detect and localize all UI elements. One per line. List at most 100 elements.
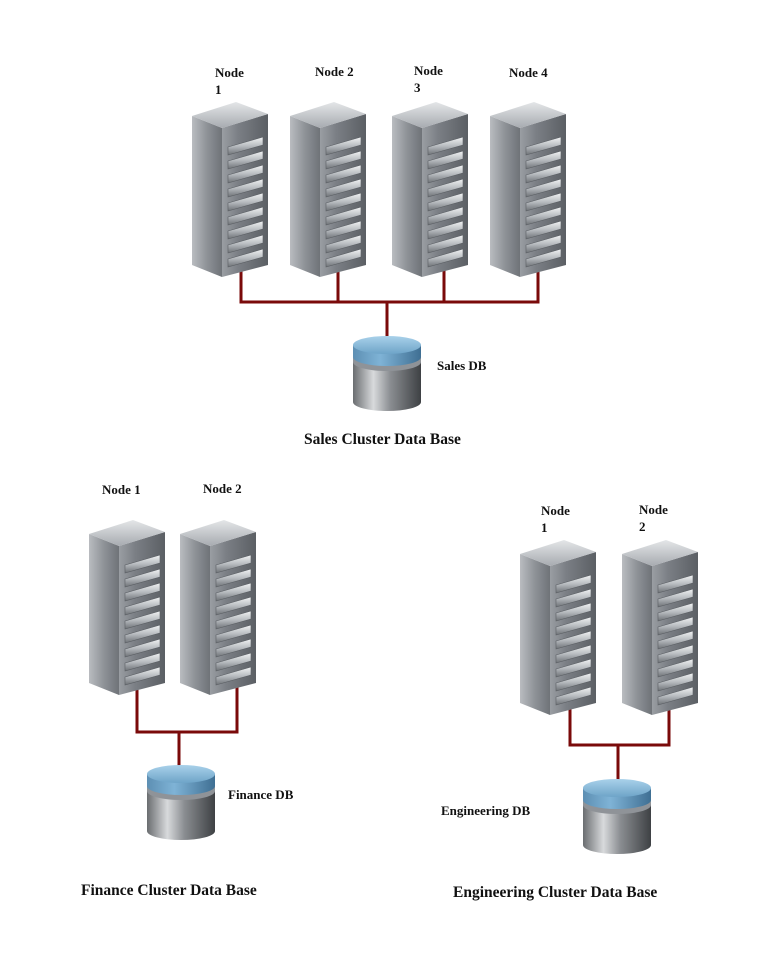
vent-slot	[555, 616, 592, 636]
sales-node-4-label: Node 4	[509, 65, 548, 80]
vent-slot	[525, 164, 562, 184]
vent-slot	[525, 248, 562, 268]
finance-node-2-server-icon	[180, 520, 256, 695]
vent-slot	[555, 574, 592, 594]
vent-slot	[215, 638, 252, 658]
sales-node-2-server-icon	[290, 102, 366, 277]
vent-slot	[227, 220, 264, 240]
vent-slot	[227, 136, 264, 156]
vent-slot	[427, 192, 464, 212]
engineering-node-1-label: Node 1	[541, 503, 570, 535]
finance-node-1-server-icon	[89, 520, 165, 695]
vent-slot	[215, 652, 252, 672]
finance-bus-connector	[135, 684, 239, 734]
vent-slot	[325, 220, 362, 240]
vent-slot	[124, 582, 161, 602]
engineering-db-cylinder-icon	[583, 779, 651, 854]
vent-slot	[657, 672, 694, 692]
vent-slot	[657, 686, 694, 706]
vent-slot	[525, 234, 562, 254]
vent-slot	[124, 568, 161, 588]
vent-slot	[525, 178, 562, 198]
vent-slot	[427, 136, 464, 156]
vent-slot	[325, 164, 362, 184]
vent-slot	[427, 164, 464, 184]
vent-slot	[124, 638, 161, 658]
vent-slot	[427, 178, 464, 198]
sales-node-1-label: Node 1	[215, 65, 244, 97]
sales-node-3-label: Node 3	[414, 63, 443, 95]
vent-slot	[657, 630, 694, 650]
engineering-node-2-server-icon	[622, 540, 698, 715]
vent-slot	[555, 686, 592, 706]
engineering-db-label: Engineering DB	[441, 803, 531, 818]
vent-slot	[555, 630, 592, 650]
sales-node-3-server-icon	[392, 102, 468, 277]
vent-slot	[124, 624, 161, 644]
vent-slot	[124, 666, 161, 686]
vent-slot	[227, 150, 264, 170]
vent-slot	[227, 192, 264, 212]
vent-slot	[325, 150, 362, 170]
vent-slot	[215, 554, 252, 574]
sales-node-4-server-icon	[490, 102, 566, 277]
vent-slot	[227, 206, 264, 226]
vent-slot	[555, 588, 592, 608]
vent-slot	[325, 234, 362, 254]
vent-slot	[215, 666, 252, 686]
vent-slot	[657, 658, 694, 678]
vent-slot	[325, 178, 362, 198]
vent-slot	[525, 206, 562, 226]
vent-slot	[124, 554, 161, 574]
vent-slot	[215, 582, 252, 602]
vent-slot	[227, 178, 264, 198]
vent-slot	[525, 220, 562, 240]
engineering-node-1-server-icon	[520, 540, 596, 715]
sales-node-2-label: Node 2	[315, 64, 354, 79]
finance-cluster-title: Finance Cluster Data Base	[81, 882, 257, 899]
vent-slot	[555, 658, 592, 678]
finance-db-cylinder-icon	[147, 765, 215, 840]
vent-slot	[325, 136, 362, 156]
vent-slot	[427, 220, 464, 240]
vent-slot	[427, 234, 464, 254]
vent-slot	[657, 616, 694, 636]
vent-slot	[124, 652, 161, 672]
engineering-cluster-title: Engineering Cluster Data Base	[453, 884, 658, 901]
vent-slot	[657, 644, 694, 664]
vent-slot	[215, 624, 252, 644]
vent-slot	[657, 602, 694, 622]
vent-slot	[227, 248, 264, 268]
vent-slot	[525, 192, 562, 212]
vent-slot	[124, 596, 161, 616]
sales-node-1-server-icon	[192, 102, 268, 277]
vent-slot	[325, 248, 362, 268]
vent-slot	[427, 150, 464, 170]
engineering-node-2-label: Node 2	[639, 502, 668, 534]
vent-slot	[215, 610, 252, 630]
vent-slot	[555, 602, 592, 622]
vent-slot	[525, 150, 562, 170]
vent-slot	[325, 192, 362, 212]
sales-cluster-title: Sales Cluster Data Base	[304, 431, 461, 448]
vent-slot	[215, 568, 252, 588]
vent-slot	[124, 610, 161, 630]
vent-slot	[427, 248, 464, 268]
finance-node-2-label: Node 2	[203, 481, 242, 496]
vent-slot	[657, 574, 694, 594]
vent-slot	[525, 136, 562, 156]
sales-db-cylinder-icon	[353, 336, 421, 411]
finance-node-1-label: Node 1	[102, 482, 141, 497]
finance-db-label: Finance DB	[228, 787, 294, 802]
vent-slot	[215, 596, 252, 616]
sales-bus-connector	[239, 263, 540, 304]
vent-slot	[227, 234, 264, 254]
vent-slot	[555, 644, 592, 664]
vent-slot	[427, 206, 464, 226]
sales-db-label: Sales DB	[437, 358, 487, 373]
vent-slot	[555, 672, 592, 692]
vent-slot	[227, 164, 264, 184]
vent-slot	[325, 206, 362, 226]
vent-slot	[657, 588, 694, 608]
